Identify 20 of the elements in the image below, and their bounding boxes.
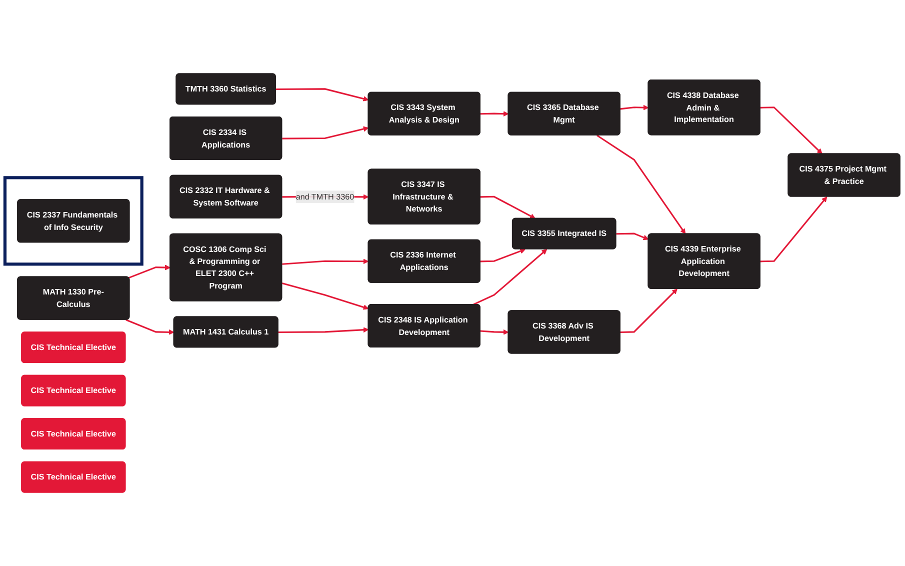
arrow	[480, 329, 509, 335]
arrow	[128, 264, 170, 279]
arrow	[480, 196, 536, 219]
arrow	[616, 232, 649, 240]
arrow	[126, 319, 174, 335]
arrow	[760, 106, 822, 154]
arrow	[278, 327, 369, 334]
arrow	[596, 134, 686, 234]
arrow	[472, 249, 548, 306]
arrow	[282, 126, 369, 140]
arrow	[620, 288, 678, 334]
cluster	[3, 176, 144, 266]
arrow	[282, 282, 369, 310]
arrow	[282, 258, 369, 265]
edge-label: and TMTH 3360	[296, 192, 354, 202]
arrow	[760, 196, 828, 262]
arrow	[276, 88, 369, 102]
arrow	[480, 248, 526, 262]
arrow	[620, 104, 649, 110]
arrow	[480, 111, 509, 117]
